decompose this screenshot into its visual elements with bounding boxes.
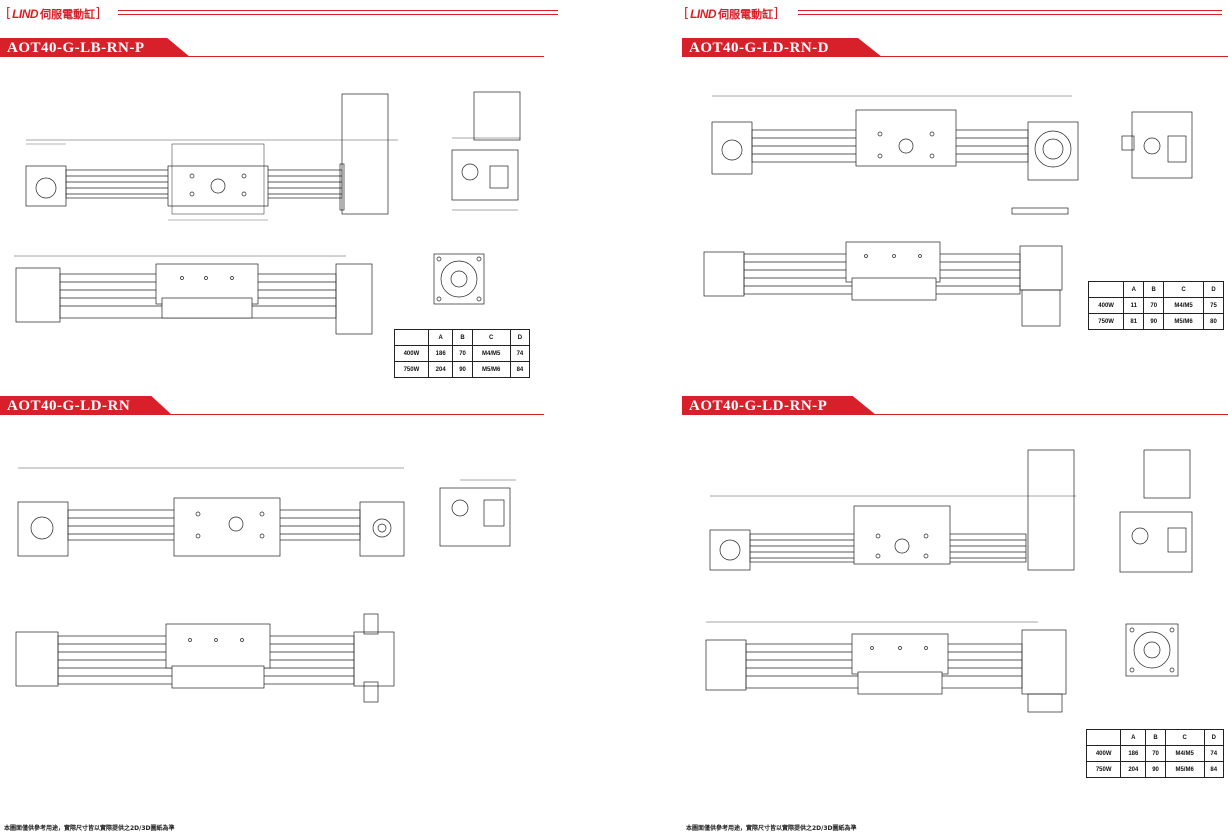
section-banner: AOT40-G-LD-RN-D — [682, 38, 1228, 60]
table-cell: 186 — [427, 345, 454, 362]
footnote: 本圖面僅供參考用途，實際尺寸皆以實際提供之2D/3D圖紙為準 — [4, 825, 175, 832]
section-title: AOT40-G-LB-RN-P — [7, 40, 145, 56]
table-cell: 74 — [509, 345, 531, 362]
table-row: 400W 11 70 M4/M5 75 — [1087, 297, 1224, 314]
table-cell: 90 — [1143, 313, 1165, 330]
top-view-drawing — [25, 93, 398, 221]
table-cell: 90 — [1145, 761, 1166, 778]
table-row: 400W 186 70 M4/M5 74 — [1085, 745, 1225, 762]
brand-header: [ LIND 伺服電動缸 ] — [6, 6, 100, 22]
table-cell: 204 — [1120, 761, 1147, 778]
table-header: B — [1145, 729, 1166, 746]
end-view-drawing — [1125, 623, 1179, 677]
bracket-close: ] — [773, 6, 779, 21]
table-cell: 186 — [1120, 745, 1147, 762]
table-header: A — [427, 329, 454, 346]
left-page: [ LIND 伺服電動缸 ] AOT40-G-LB-RN-P — [0, 6, 558, 832]
table-header: C — [1163, 281, 1205, 298]
table-cell: 74 — [1203, 745, 1225, 762]
footnote: 本圖面僅供參考用途，實際尺寸皆以實際提供之2D/3D圖紙為準 — [686, 825, 857, 832]
header-rule — [118, 10, 558, 15]
table-cell: 750W — [1085, 761, 1122, 778]
table-cell: 70 — [1143, 297, 1165, 314]
table-cell: 750W — [394, 361, 429, 378]
table-cell: 84 — [509, 361, 531, 378]
table-header-row: A B C D — [394, 329, 531, 346]
front-view-drawing — [703, 207, 1069, 327]
side-view-drawing — [439, 479, 516, 547]
front-view-drawing — [14, 255, 373, 335]
top-view-drawing — [711, 95, 1079, 181]
table-header: B — [1143, 281, 1165, 298]
table-header: D — [1203, 281, 1224, 298]
bracket-close: ] — [95, 6, 101, 21]
table-cell: 400W — [1087, 297, 1125, 314]
brand-header: [ LIND 伺服電動缸 ] — [684, 6, 778, 22]
top-view-drawing — [709, 449, 1076, 571]
header-rule — [798, 10, 1222, 15]
table-cell: 75 — [1203, 297, 1224, 314]
table-header: A — [1123, 281, 1145, 298]
section-banner: AOT40-G-LD-RN-P — [682, 396, 1228, 418]
lind-logo: LIND — [12, 7, 39, 21]
spec-table: A B C D 400W 186 70 M4/M5 74 750W 204 90… — [1085, 729, 1225, 778]
table-header — [394, 329, 429, 346]
table-cell: M4/M5 — [471, 345, 511, 362]
table-cell: 80 — [1203, 313, 1224, 330]
table-header-row: A B C D — [1087, 281, 1224, 298]
table-header: D — [509, 329, 531, 346]
table-cell: M5/M6 — [1163, 313, 1205, 330]
table-header: D — [1203, 729, 1225, 746]
bracket-open: [ — [684, 6, 690, 21]
table-header: C — [471, 329, 511, 346]
table-cell: 400W — [394, 345, 429, 362]
side-view-drawing — [451, 91, 521, 211]
spec-table: A B C D 400W 11 70 M4/M5 75 750W 81 90 M… — [1087, 281, 1224, 330]
table-cell: M5/M6 — [471, 361, 511, 378]
bracket-open: [ — [6, 6, 12, 21]
table-cell: 11 — [1123, 297, 1145, 314]
end-view-drawing — [433, 253, 485, 305]
right-page: [ LIND 伺服電動缸 ] AOT40-G-LD-RN-D — [614, 0, 1228, 838]
table-cell: 90 — [452, 361, 473, 378]
table-header: A — [1120, 729, 1147, 746]
section-banner: AOT40-G-LB-RN-P — [0, 38, 544, 60]
table-cell: 70 — [1145, 745, 1166, 762]
table-cell: 750W — [1087, 313, 1125, 330]
table-cell: 204 — [427, 361, 454, 378]
table-row: 400W 186 70 M4/M5 74 — [394, 345, 531, 362]
section-banner: AOT40-G-LD-RN — [0, 396, 544, 418]
side-view-drawing — [1121, 111, 1193, 179]
table-cell: 70 — [452, 345, 473, 362]
brand-name: 伺服電動缸 — [718, 8, 774, 21]
brand-name: 伺服電動缸 — [40, 8, 96, 21]
table-header: B — [452, 329, 473, 346]
front-view-drawing — [15, 613, 395, 703]
table-row: 750W 204 90 M5/M6 84 — [1085, 761, 1225, 778]
table-cell: M5/M6 — [1164, 761, 1205, 778]
top-view-drawing — [17, 467, 405, 557]
table-cell: M4/M5 — [1163, 297, 1205, 314]
table-header-row: A B C D — [1085, 729, 1225, 746]
table-header — [1087, 281, 1125, 298]
table-cell: 84 — [1203, 761, 1225, 778]
table-row: 750W 81 90 M5/M6 80 — [1087, 313, 1224, 330]
table-cell: 400W — [1085, 745, 1122, 762]
table-header — [1085, 729, 1122, 746]
section-title: AOT40-G-LD-RN-P — [689, 398, 828, 414]
spec-table: A B C D 400W 186 70 M4/M5 74 750W 204 90… — [394, 329, 531, 378]
side-view-drawing — [1119, 449, 1193, 573]
front-view-drawing — [705, 621, 1067, 713]
table-header: C — [1164, 729, 1205, 746]
table-cell: M4/M5 — [1164, 745, 1205, 762]
section-title: AOT40-G-LD-RN-D — [689, 40, 829, 56]
table-cell: 81 — [1123, 313, 1145, 330]
table-row: 750W 204 90 M5/M6 84 — [394, 361, 531, 378]
lind-logo: LIND — [690, 7, 717, 21]
section-title: AOT40-G-LD-RN — [7, 398, 131, 414]
